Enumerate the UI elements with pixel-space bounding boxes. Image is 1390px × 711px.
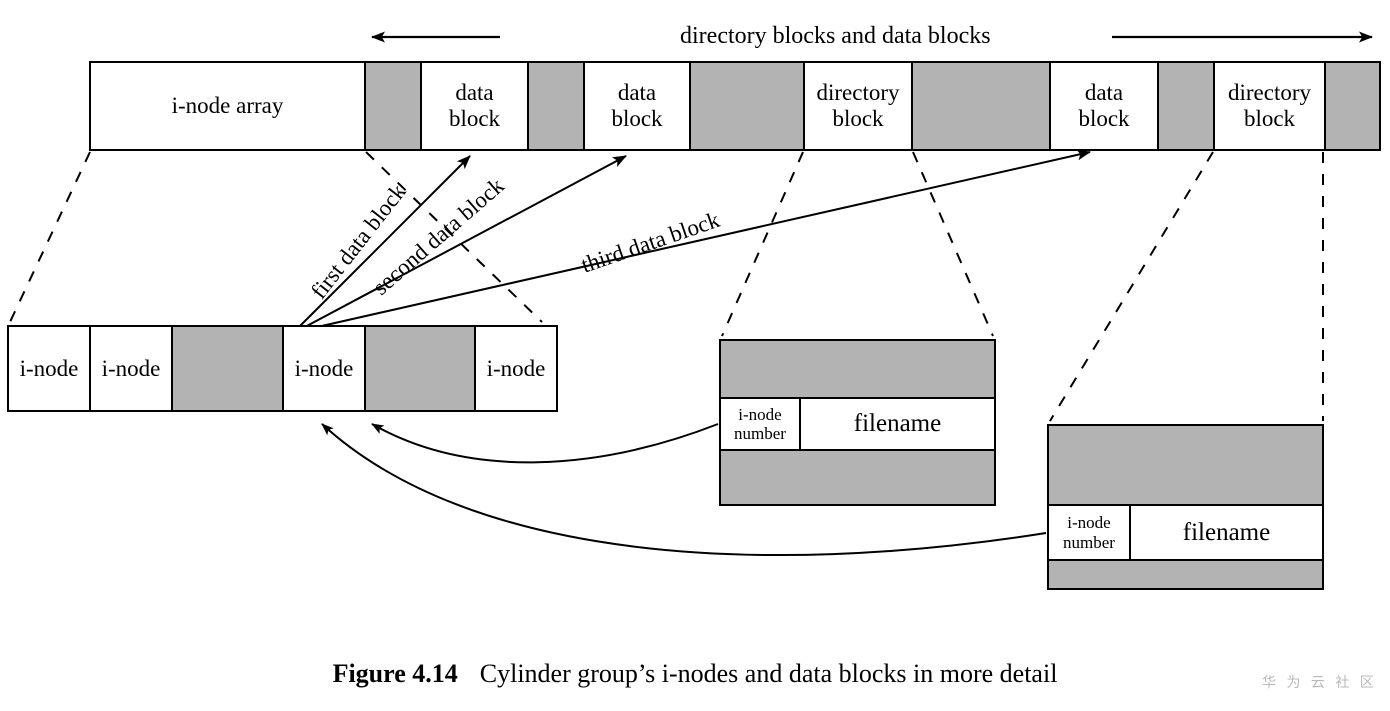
- dir2-gray-row-bottom: [1047, 559, 1324, 590]
- dir1-inode-number-cell: [719, 397, 801, 451]
- dir1-filename-cell: [799, 397, 996, 451]
- strip-block-gray-4: [911, 61, 1051, 151]
- strip-block-inode-array: [89, 61, 366, 151]
- strip-block-data-3: [1049, 61, 1159, 151]
- guide-dir2-left: [1049, 151, 1214, 422]
- dir2-inode-number-cell: [1047, 504, 1131, 561]
- second-data-block-arrow: [302, 155, 627, 329]
- strip-block-gray-1: [364, 61, 422, 151]
- inode-cell-2: [89, 325, 173, 412]
- inode-cell-3: [282, 325, 366, 412]
- inode-cell-1: [7, 325, 91, 412]
- dir2-filename-cell: [1129, 504, 1324, 561]
- strip-block-data-2: [583, 61, 691, 151]
- strip-block-gray-3: [689, 61, 805, 151]
- header-label: directory blocks and data blocks: [680, 23, 991, 49]
- cylinder-group-strip-shapes: [89, 61, 1381, 151]
- guide-inode-array-right: [365, 151, 543, 323]
- guide-dir1-right: [912, 151, 994, 337]
- third-data-block-arrow: [303, 149, 1091, 331]
- directory-entry-pointers: [321, 423, 1047, 557]
- inode-array-detail-shapes: [7, 325, 558, 412]
- guide-dir1-left: [721, 151, 804, 337]
- expansion-guides: [9, 151, 1324, 422]
- watermark: 华 为 云 社 区: [1262, 675, 1377, 691]
- inode-cell-gray-1: [171, 325, 284, 412]
- strip-block-gray-6: [1324, 61, 1381, 151]
- dir1-gray-row-top: [719, 339, 996, 399]
- directory-block-detail-2-shapes: [1047, 424, 1324, 590]
- figure-caption: Figure 4.14 Cylinder group’s i-nodes and …: [0, 659, 1390, 689]
- strip-block-directory-2: [1213, 61, 1326, 151]
- strip-block-directory-1: [803, 61, 913, 151]
- dir2-to-inode-arrow: [321, 423, 1047, 557]
- directory-block-detail-1-shapes: [719, 339, 996, 506]
- inode-cell-4: [474, 325, 558, 412]
- guide-inode-array-left: [9, 151, 91, 323]
- strip-block-gray-5: [1157, 61, 1215, 151]
- first-data-block-arrow: [299, 155, 471, 327]
- figure-caption-text: Cylinder group’s i-nodes and data blocks…: [479, 659, 1058, 688]
- dir1-gray-row-bottom: [719, 449, 996, 506]
- inode-cell-gray-2: [364, 325, 476, 412]
- dir2-gray-row-top: [1047, 424, 1324, 506]
- data-block-pointers: [299, 149, 1091, 331]
- strip-block-data-1: [420, 61, 529, 151]
- strip-block-gray-2: [527, 61, 585, 151]
- figure-caption-label: Figure 4.14: [332, 659, 458, 688]
- dir1-to-inode-arrow: [371, 423, 719, 464]
